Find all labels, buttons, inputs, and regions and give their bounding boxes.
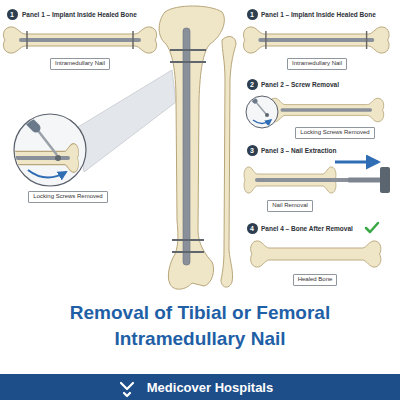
screw-removal-inset xyxy=(0,108,86,186)
label-text: 1 xyxy=(7,9,18,20)
label-text: Healed Bone xyxy=(298,276,333,284)
label-text: 3 xyxy=(247,145,258,156)
label-text: Intramedullary Nail xyxy=(292,60,342,68)
tibia-fibula xyxy=(159,6,236,289)
label-text: 2 xyxy=(247,79,258,90)
panel-heading: Panel 2 – Screw Removal xyxy=(261,81,339,88)
nail-extraction xyxy=(244,162,390,193)
panel-heading: Panel 1 – Implant Inside Healed Bone xyxy=(22,11,137,18)
logo-mark xyxy=(121,383,133,396)
label-text: 4 xyxy=(247,223,258,234)
label-text: Locking Screws Removed xyxy=(300,129,369,137)
label-box: Healed Bone xyxy=(293,274,338,286)
step-number: 2 xyxy=(247,79,258,90)
bone-screw-removal xyxy=(246,93,384,128)
femur-with-nail xyxy=(243,27,389,53)
step-number: 1 xyxy=(7,9,18,20)
zoom-wedge xyxy=(78,70,176,172)
check-mark xyxy=(366,223,378,232)
step-number: 3 xyxy=(247,145,258,156)
footer-bar xyxy=(0,374,400,400)
step-number: 4 xyxy=(247,223,258,234)
label-text: Nail Removal xyxy=(272,202,308,210)
title: Removal of Tibial or Femoral Intramedull… xyxy=(30,300,370,352)
panel-heading: Panel 1 – Implant Inside Healed Bone xyxy=(261,11,376,18)
label-text: Locking Screws Removed xyxy=(33,193,102,201)
label-box: Intramedullary Nail xyxy=(287,58,347,70)
step-number: 1 xyxy=(247,9,258,20)
panel-heading: Panel 3 – Nail Extraction xyxy=(261,147,337,154)
femur-with-nail xyxy=(3,27,156,53)
label-box: Locking Screws Removed xyxy=(295,127,374,139)
label-text: Intramedullary Nail xyxy=(55,60,105,68)
panel-heading: Panel 4 – Bone After Removal xyxy=(261,225,353,232)
label-box: Intramedullary Nail xyxy=(50,58,110,70)
brand-name: Medicover Hospitals xyxy=(147,380,273,395)
label-text: 1 xyxy=(247,9,258,20)
healed-bone xyxy=(251,241,381,267)
label-box: Nail Removal xyxy=(267,200,313,212)
label-box: Locking Screws Removed xyxy=(28,191,107,203)
